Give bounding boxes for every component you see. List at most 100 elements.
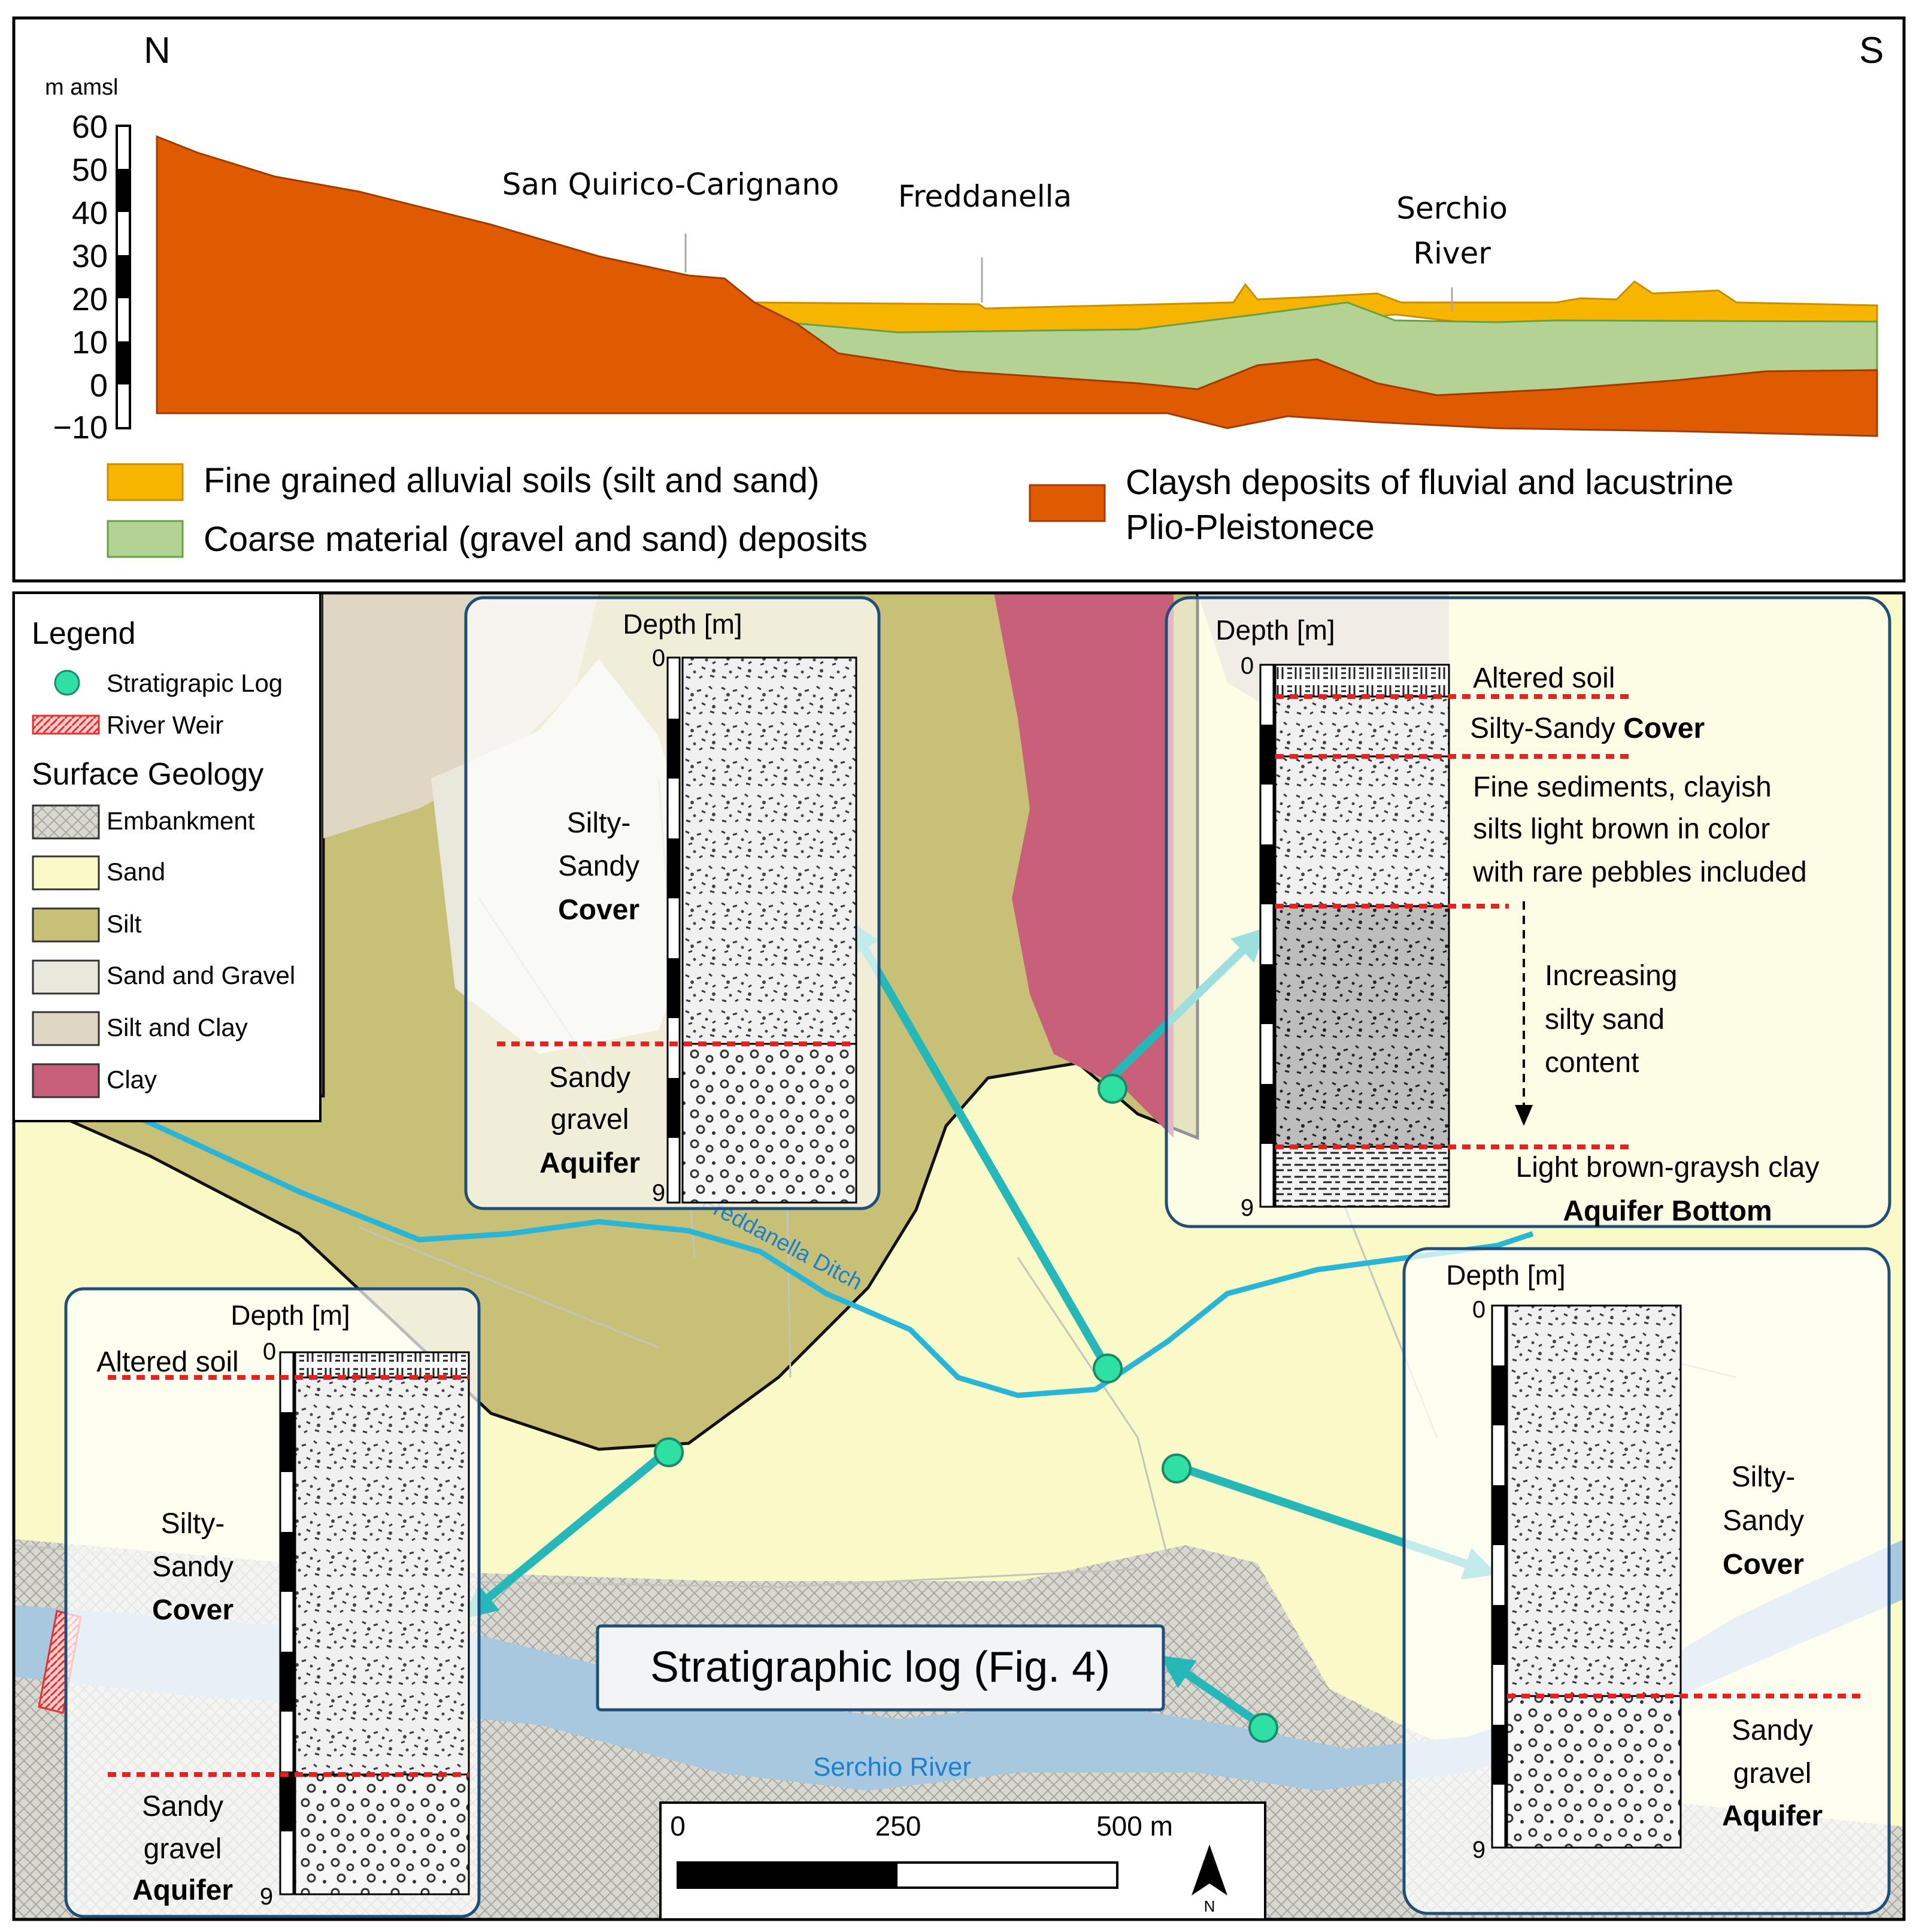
legend-weir-label: River Weir	[107, 711, 223, 739]
unit-label: gravel	[1733, 1758, 1812, 1789]
log-point[interactable]	[654, 1437, 684, 1467]
depth-top: 0	[263, 1339, 276, 1365]
legend-coarse-label: Coarse material (gravel and sand) deposi…	[204, 520, 868, 559]
legend-swatch-embankment	[32, 804, 100, 840]
place-san-quirico: San Quirico-Carignano	[502, 167, 839, 202]
north-label: N	[144, 30, 171, 71]
log-panel-bottom-left: Depth [m] 0 9 Altered soil Silty- Sandy …	[64, 1287, 481, 1918]
y-tick: 0	[90, 368, 108, 404]
depth-label: Depth [m]	[1446, 1259, 1565, 1291]
log-locations	[654, 1074, 1278, 1743]
legend-swatch-sand	[32, 855, 100, 891]
legend-swatch-clay	[32, 1063, 100, 1098]
depth-top: 0	[1472, 1297, 1485, 1323]
y-tick: −10	[53, 410, 108, 446]
depth-label: Depth [m]	[623, 608, 742, 640]
unit-label: Cover	[1723, 1549, 1804, 1580]
north-arrow-icon	[1192, 1845, 1227, 1895]
depth-label: Depth [m]	[231, 1300, 350, 1331]
unit-label: gravel	[551, 1104, 629, 1135]
scale-tick: 0	[670, 1810, 686, 1842]
place-serchio-river: River	[1413, 236, 1491, 271]
fig-ref-label: Stratigraphic log (Fig. 4)	[650, 1643, 1110, 1691]
legend-item-label: Silt	[107, 910, 142, 938]
y-tick: 20	[72, 281, 108, 317]
unit-label: Cover	[152, 1594, 234, 1626]
unit-label: Aquifer	[1722, 1800, 1823, 1832]
legend-swatch-silt	[32, 907, 100, 943]
clay-deposits-layer	[156, 135, 1878, 437]
unit-label: silts light brown in color	[1473, 813, 1770, 845]
log-point[interactable]	[1162, 1453, 1192, 1483]
legend-clay-label: Plio-Pleistonece	[1126, 508, 1375, 547]
unit-label: Aquifer	[539, 1147, 640, 1179]
unit-label: Altered soil	[1473, 662, 1615, 694]
y-tick: 30	[72, 238, 108, 274]
unit-label: Silty-	[1732, 1461, 1796, 1493]
legend-log-label: Stratigrapic Log	[107, 669, 283, 697]
y-axis-unit: m amsl	[45, 75, 118, 100]
unit-label: gravel	[144, 1833, 222, 1865]
legend-swatch-fine	[107, 463, 184, 501]
y-tick: 10	[72, 325, 108, 361]
log-panel-top-left: Depth [m] 0 9 Silty- Sandy Cover Sandy g…	[464, 596, 881, 1210]
river-label: Serchio River	[813, 1752, 971, 1782]
unit-label: Aquifer Bottom	[1563, 1195, 1772, 1227]
legend-swatch-silt-clay	[32, 1011, 100, 1046]
south-label: S	[1859, 30, 1884, 71]
depth-bottom: 9	[652, 1180, 665, 1206]
place-serchio-river: Serchio	[1396, 191, 1508, 226]
depth-bottom: 9	[1472, 1837, 1485, 1863]
legend-geology-title: Surface Geology	[32, 757, 263, 792]
unit-label: Light brown-graysh clay	[1516, 1152, 1820, 1183]
depth-bottom: 9	[1241, 1195, 1254, 1221]
y-tick: 40	[72, 195, 108, 231]
unit-label: Increasing	[1545, 960, 1677, 992]
log-panel-top-right: Depth [m] 0 9 Altered soil Silty-Sandy C…	[1165, 596, 1891, 1228]
unit-label: Aquifer	[132, 1875, 233, 1906]
y-tick-labels: 60 50 40 30 20 10 0 −10	[53, 109, 108, 446]
legend-item-label: Embankment	[107, 807, 255, 835]
legend-item-label: Clay	[107, 1065, 157, 1094]
legend-item-label: Sand and Gravel	[107, 961, 295, 989]
scale-tick: 500 m	[1096, 1810, 1173, 1842]
legend-log-symbol	[54, 670, 80, 696]
legend-fine-label: Fine grained alluvial soils (silt and sa…	[204, 461, 819, 500]
freddanella-ditch	[143, 1117, 1534, 1398]
unit-label: Sandy	[152, 1551, 234, 1583]
cross-section-panel: N S m amsl 60 50 40 30 20 10 0 −10	[12, 16, 1906, 583]
unit-label: Sandy	[549, 1062, 630, 1094]
arrow-down-icon	[1515, 1105, 1533, 1126]
legend-clay-label: Claysh deposits of fluvial and lacustrin…	[1126, 463, 1734, 502]
unit-label: Sandy	[1732, 1715, 1813, 1746]
log-point[interactable]	[1248, 1713, 1278, 1743]
scale-bar: 0 250 500 m N	[659, 1801, 1266, 1921]
unit-label: content	[1545, 1047, 1639, 1079]
unit-label: Altered soil	[96, 1346, 238, 1378]
elevation-bar	[116, 125, 131, 429]
log-point[interactable]	[1098, 1074, 1127, 1104]
unit-label: with rare pebbles included	[1472, 856, 1807, 888]
map-legend: Legend Stratigrapic Log River Weir Surfa…	[13, 592, 322, 1122]
map-panel: Freddanella Ditch Serchio River Legend S…	[12, 591, 1906, 1921]
unit-label: Silty-	[567, 807, 631, 839]
arrow	[463, 1449, 669, 1619]
unit-label: Sandy	[1723, 1505, 1804, 1537]
legend-swatch-sand-gravel	[32, 959, 100, 995]
log-panel-bottom-right: Depth [m] 0 9 Silty- Sandy Cover Sandy g…	[1402, 1247, 1891, 1915]
clay-zone	[994, 593, 1174, 1138]
depth-top: 0	[1241, 653, 1254, 679]
north-arrow-label: N	[1204, 1897, 1215, 1915]
arrow	[1159, 1655, 1257, 1724]
unit-label: Sandy	[142, 1791, 223, 1822]
unit-label: Silty-Sandy Cover	[1470, 713, 1705, 744]
unit-label: Fine sediments, clayish	[1473, 771, 1772, 803]
unit-label: Silty-	[161, 1508, 225, 1540]
legend-item-label: Silt and Clay	[107, 1013, 248, 1041]
unit-label: Sandy	[558, 850, 639, 882]
legend-swatch-clay	[1029, 484, 1106, 522]
depth-bottom: 9	[260, 1883, 273, 1910]
arrow	[847, 919, 1105, 1359]
log-point[interactable]	[1093, 1353, 1123, 1383]
